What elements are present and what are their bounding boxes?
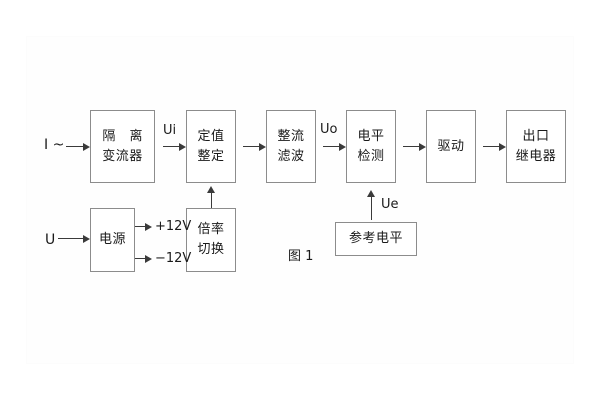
- label-input-current: I ~: [44, 137, 65, 153]
- connector-setting-to-rectify: [243, 146, 259, 147]
- connector-level-to-drive: [403, 146, 419, 147]
- block-line: 切换: [197, 242, 225, 257]
- block-reference-level: 参考电平: [335, 222, 417, 256]
- block-line: 驱动: [437, 138, 465, 154]
- block-level-detect: 电平 检测: [346, 110, 396, 183]
- arrowhead-icon: [145, 223, 152, 231]
- arrowhead-icon: [83, 143, 90, 151]
- arrowhead-icon: [367, 190, 375, 197]
- block-drive: 驱动: [426, 110, 476, 183]
- block-line: 电源: [98, 232, 126, 247]
- arrowhead-icon: [339, 143, 346, 151]
- connector-ui: [163, 146, 179, 147]
- connector-ue: [371, 196, 372, 220]
- block-line: 倍率: [197, 222, 225, 237]
- arrowhead-icon: [83, 235, 90, 243]
- label-uo: Uo: [320, 122, 338, 137]
- block-line: 参考电平: [348, 231, 403, 246]
- label-ue: Ue: [381, 197, 399, 212]
- block-setting-value: 定值 整定: [186, 110, 236, 183]
- arrowhead-icon: [145, 255, 152, 263]
- arrowhead-icon: [419, 143, 426, 151]
- block-power-supply: 电源: [90, 208, 135, 272]
- connector-plus-12v: [135, 226, 148, 227]
- connector-input-current: [66, 146, 83, 147]
- connector-input-voltage: [58, 238, 83, 239]
- block-line: 出口: [522, 128, 550, 144]
- label-input-voltage: U: [45, 232, 56, 248]
- block-line: 整定: [197, 148, 225, 164]
- figure-caption: 图 1: [288, 249, 314, 264]
- block-line: 变流器: [102, 148, 143, 164]
- label-plus-12v: +12V: [155, 219, 192, 234]
- block-line: 整流: [277, 128, 305, 144]
- block-line: 滤波: [277, 148, 305, 164]
- block-output-relay: 出口 继电器: [506, 110, 566, 183]
- diagram-panel: [27, 37, 573, 363]
- connector-multiplier-to-setting: [211, 192, 212, 208]
- block-line: 检测: [357, 148, 385, 164]
- arrowhead-icon: [179, 143, 186, 151]
- arrowhead-icon: [259, 143, 266, 151]
- block-line: 隔 离: [102, 128, 148, 144]
- block-line: 继电器: [515, 148, 557, 164]
- connector-minus-12v: [135, 258, 148, 259]
- arrowhead-icon: [499, 143, 506, 151]
- block-multiplier-switch: 倍率 切换: [186, 208, 236, 272]
- block-line: 定值: [197, 128, 225, 144]
- arrowhead-icon: [207, 186, 215, 193]
- block-rectify-filter: 整流 滤波: [266, 110, 316, 183]
- connector-drive-to-relay: [483, 146, 499, 147]
- label-ui: Ui: [163, 123, 177, 138]
- label-minus-12v: −12V: [155, 251, 192, 266]
- connector-uo: [323, 146, 339, 147]
- block-line: 电平: [357, 128, 385, 144]
- block-isolation-ct: 隔 离 变流器: [90, 110, 155, 183]
